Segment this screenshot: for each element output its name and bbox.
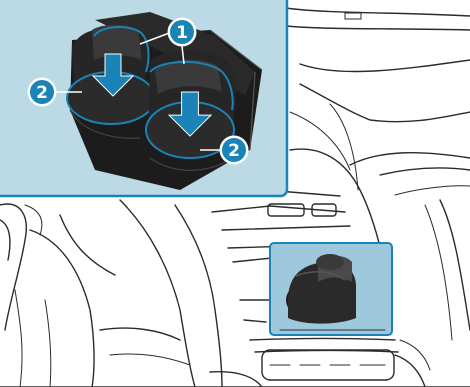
callout-number: 2 (228, 141, 240, 161)
callout-1: 1 (168, 18, 197, 47)
cupholder-location-highlight (270, 243, 392, 335)
inset-zoom-panel: 1 2 2 (0, 0, 287, 196)
callout-2: 2 (28, 78, 57, 107)
callout-number: 2 (36, 83, 48, 103)
callout-number: 1 (176, 23, 188, 43)
callout-3: 2 (220, 136, 249, 165)
